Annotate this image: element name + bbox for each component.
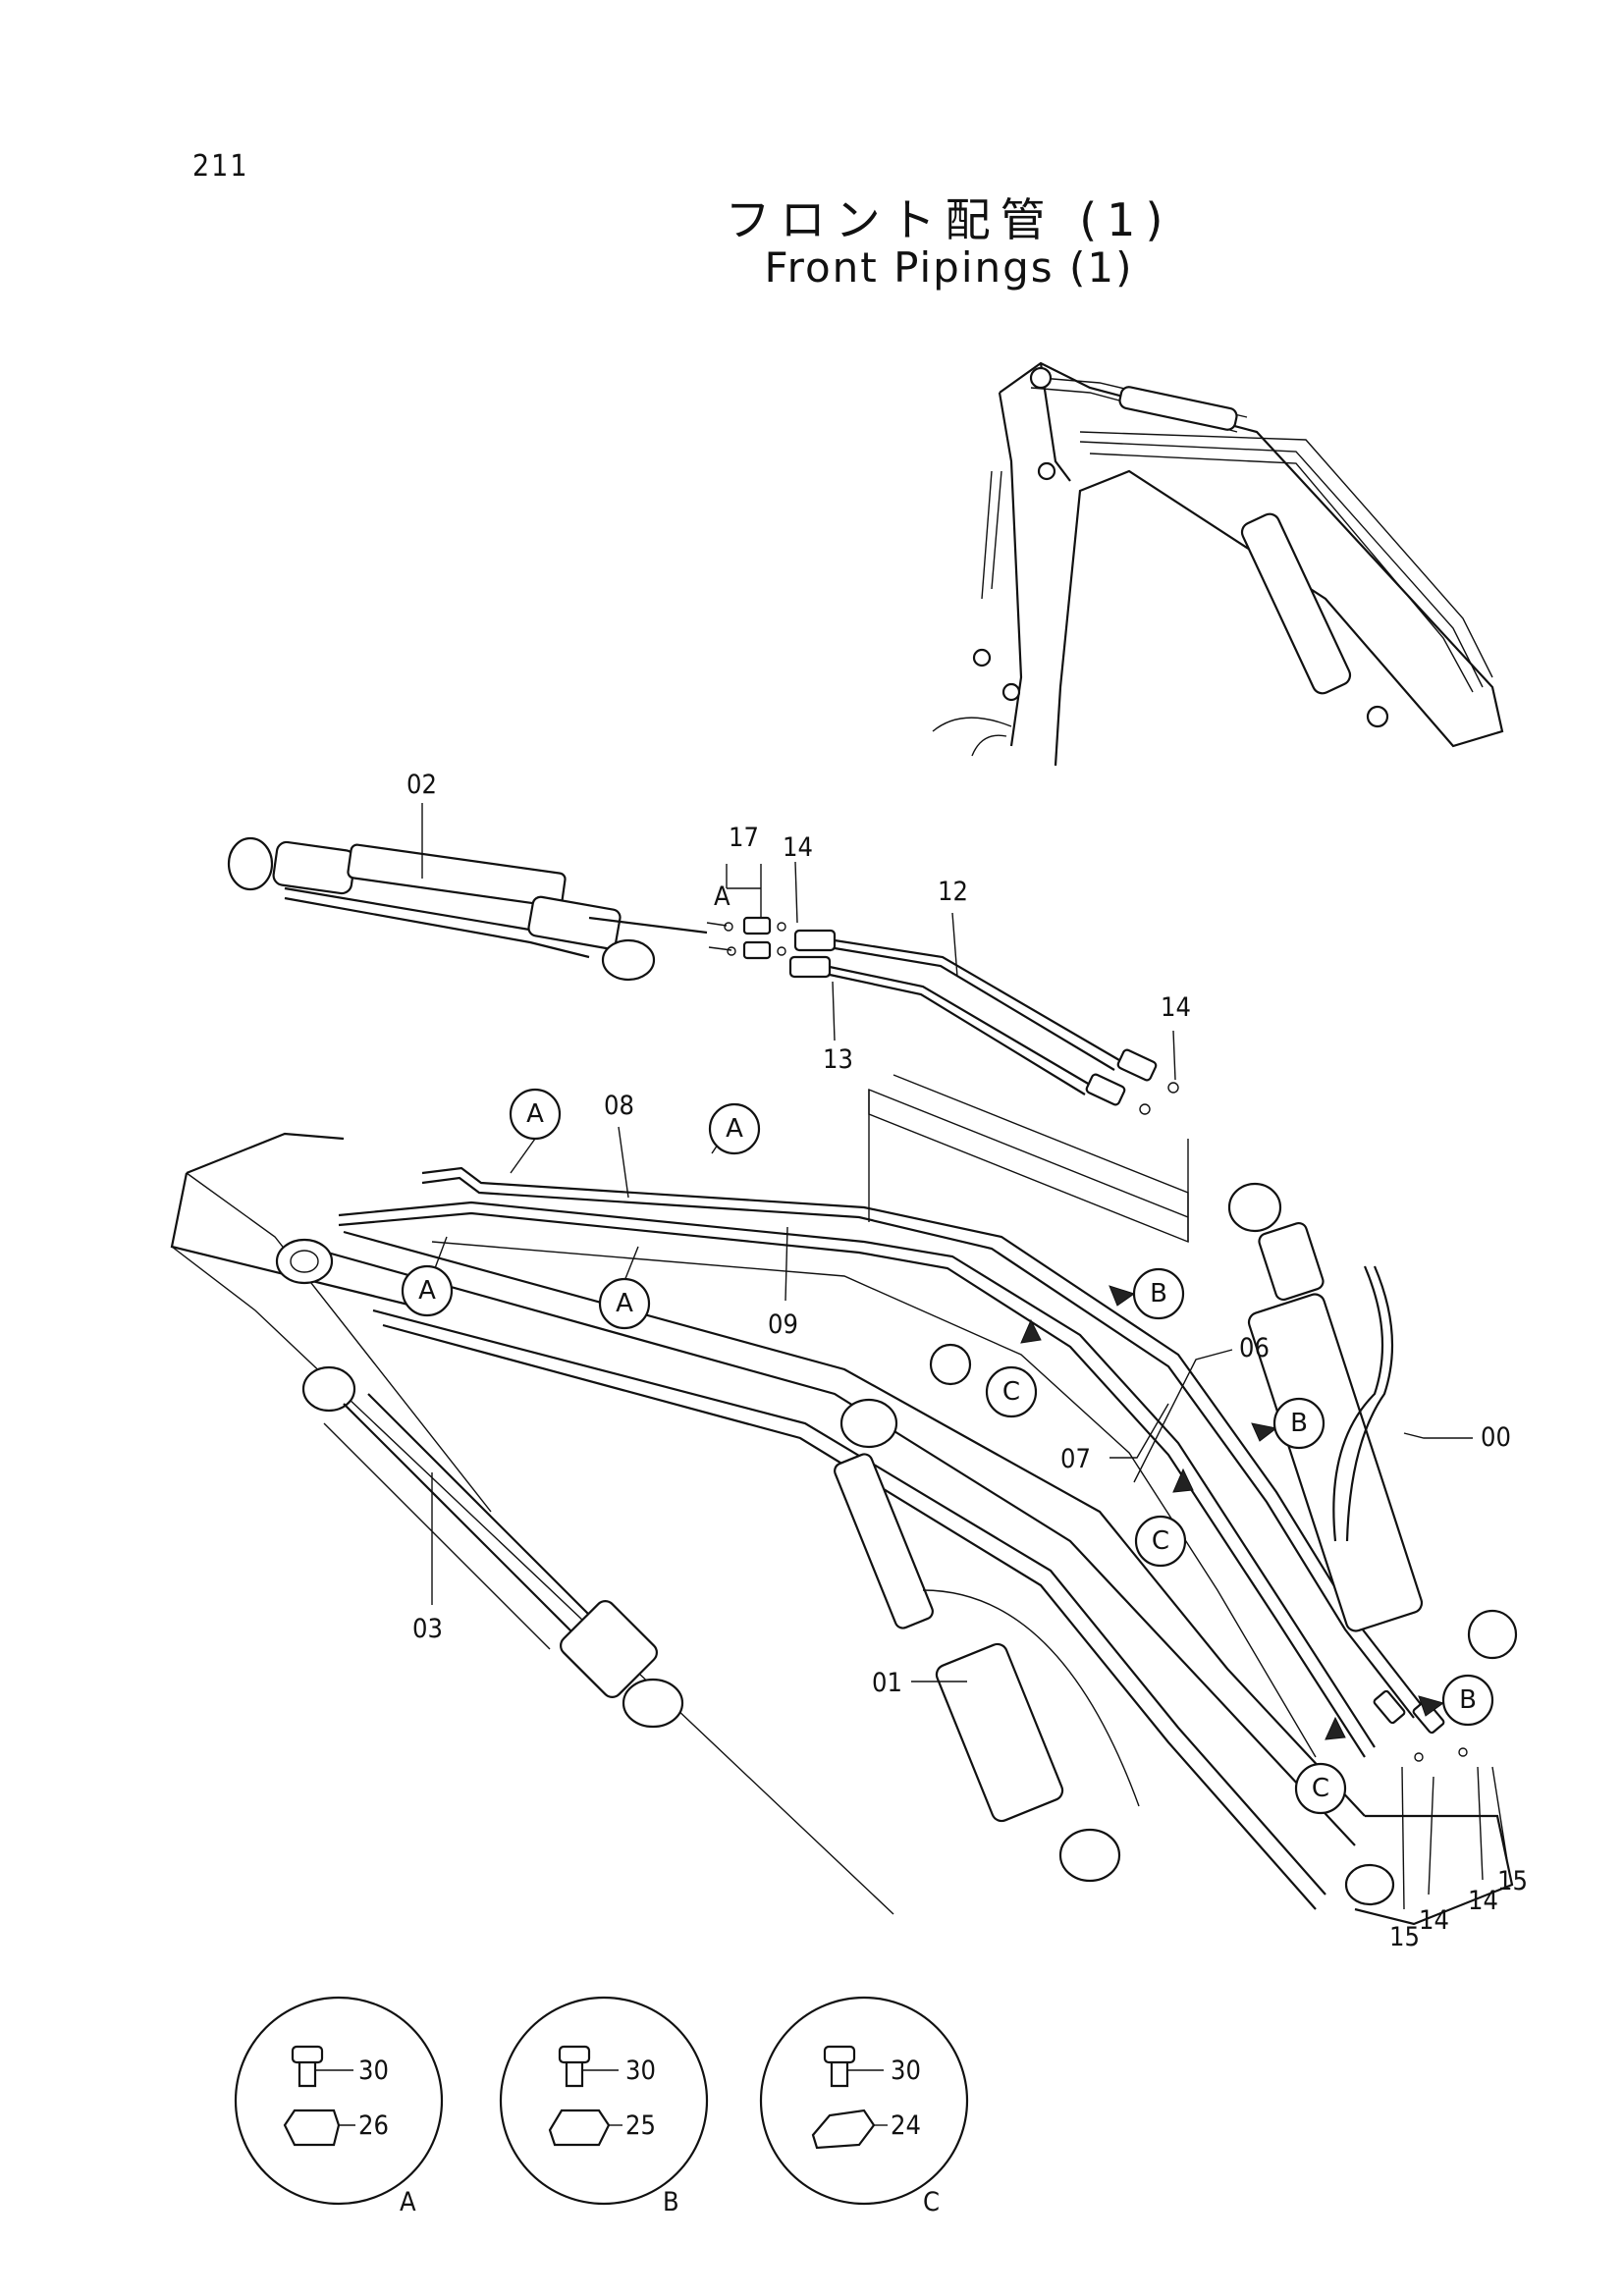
svg-text:09: 09 [768, 1309, 798, 1340]
callout-b-1 [1132, 1267, 1185, 1320]
svg-text:A: A [526, 1099, 544, 1129]
svg-text:14: 14 [783, 832, 813, 863]
svg-text:00: 00 [1481, 1422, 1511, 1453]
callout-c-3 [1294, 1762, 1347, 1815]
svg-text:A: A [726, 1114, 743, 1144]
svg-text:14: 14 [1419, 1905, 1449, 1936]
overview-inset [932, 361, 1504, 767]
callout-a-2 [708, 1102, 761, 1155]
boom [170, 1132, 1514, 1926]
svg-text:06: 06 [1239, 1333, 1270, 1363]
svg-text:A: A [714, 881, 730, 912]
page-number: 211 [192, 149, 249, 184]
arm-cylinder-01 [834, 1343, 1140, 1883]
bucket-cylinder-00 [1227, 1182, 1518, 1660]
callout-c-1 [985, 1365, 1038, 1418]
pipes [338, 1166, 1468, 1762]
svg-text:14: 14 [1161, 992, 1191, 1023]
detail-a: 30 26 A [234, 1996, 444, 2217]
svg-text:25: 25 [625, 2110, 656, 2141]
svg-text:B: B [1459, 1685, 1477, 1715]
detail-c: 30 24 C [759, 1996, 969, 2217]
callout-b-2 [1272, 1397, 1325, 1450]
svg-text:17: 17 [729, 823, 759, 853]
callout-a-3 [401, 1264, 454, 1317]
svg-text:26: 26 [358, 2110, 389, 2141]
callout-a-1 [509, 1088, 562, 1141]
arm-cylinder-02 [227, 836, 786, 982]
svg-text:C: C [923, 2187, 940, 2217]
svg-text:12: 12 [938, 877, 968, 907]
svg-text:B: B [663, 2187, 679, 2217]
title-japanese: フロント配管 (1) [725, 193, 1173, 246]
hose-section-marker [868, 1074, 1189, 1244]
svg-text:30: 30 [891, 2056, 921, 2086]
callout-b-3 [1441, 1674, 1494, 1727]
svg-text:A: A [418, 1276, 436, 1306]
callout-c-2 [1134, 1515, 1187, 1568]
svg-text:C: C [1312, 1774, 1329, 1803]
svg-text:15: 15 [1389, 1922, 1420, 1952]
part-labels: 02 17 A 14 12 13 14 08 09 06 07 00 03 01… [406, 770, 1528, 1952]
svg-text:07: 07 [1060, 1444, 1091, 1474]
callout-bubbles: A A A A B B B C C C [401, 1088, 1494, 1815]
hoses-12-13 [788, 929, 1179, 1115]
svg-text:08: 08 [604, 1091, 634, 1121]
svg-text:B: B [1290, 1409, 1308, 1438]
svg-text:C: C [1152, 1526, 1169, 1556]
svg-text:A: A [616, 1289, 633, 1318]
svg-text:13: 13 [823, 1044, 853, 1075]
detail-b: 30 25 B [499, 1996, 709, 2217]
svg-text:B: B [1150, 1279, 1167, 1308]
title-english: Front Pipings (1) [764, 243, 1134, 292]
boom-cylinder-03 [301, 1365, 684, 1729]
svg-text:03: 03 [412, 1614, 443, 1644]
leader-lines [421, 803, 1508, 1910]
callout-a-4 [598, 1277, 651, 1330]
svg-text:14: 14 [1468, 1886, 1498, 1916]
svg-text:15: 15 [1497, 1866, 1528, 1896]
svg-text:24: 24 [891, 2110, 921, 2141]
svg-text:01: 01 [872, 1668, 902, 1698]
svg-text:A: A [400, 2187, 416, 2217]
svg-text:30: 30 [358, 2056, 389, 2086]
svg-text:02: 02 [406, 770, 437, 800]
svg-text:C: C [1002, 1377, 1020, 1407]
svg-text:30: 30 [625, 2056, 656, 2086]
